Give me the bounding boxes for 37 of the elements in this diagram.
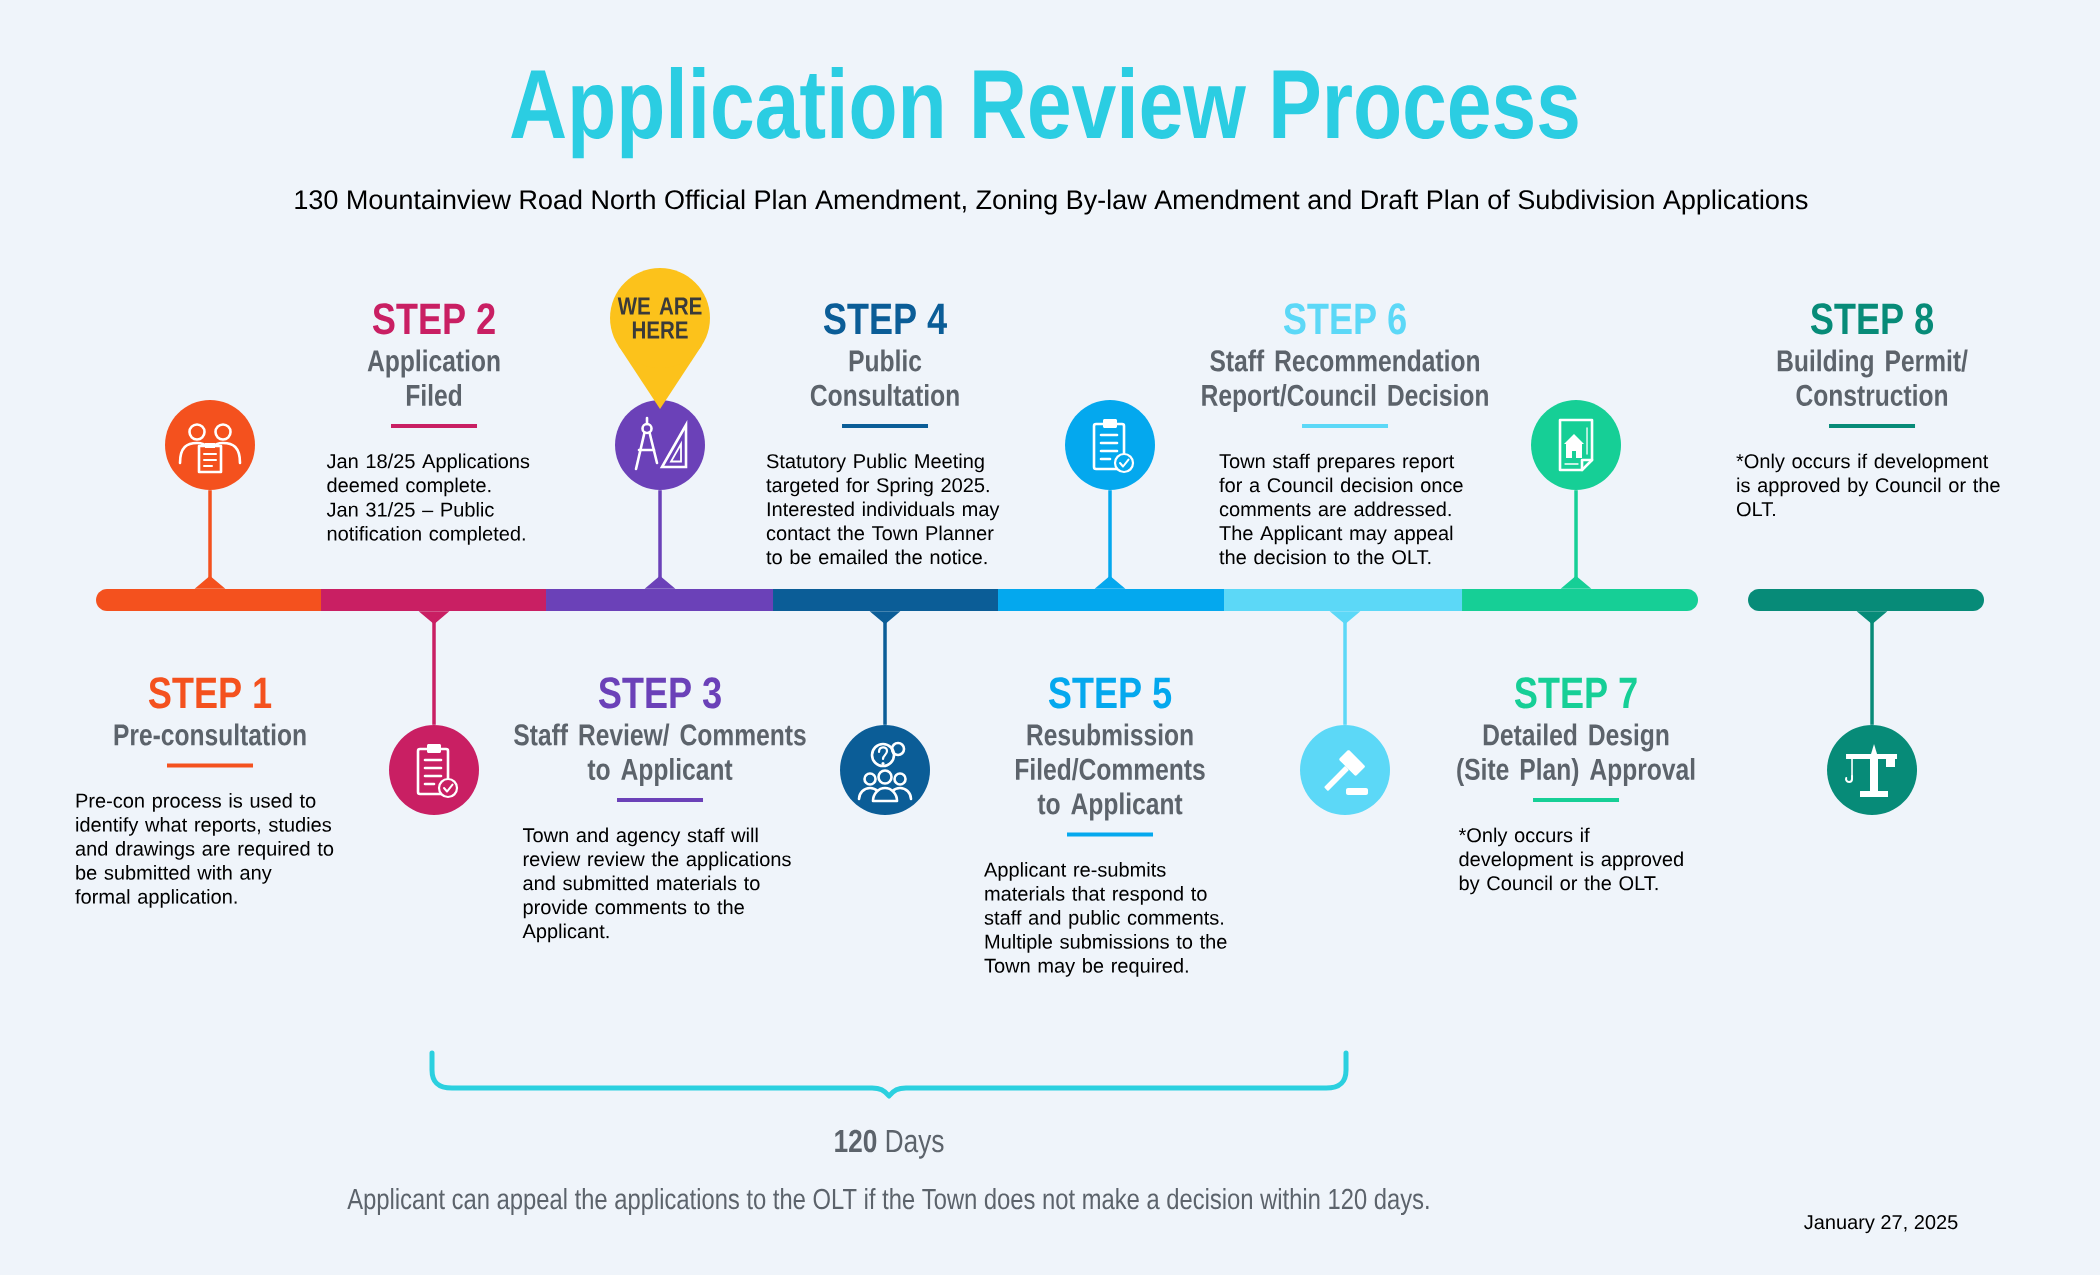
step-title: Public Consultation (810, 349, 959, 406)
step-description: Pre-con process is used to identify what reports, studies and drawings are required to be submitted with any formal application. (75, 793, 334, 908)
duration-label: 120 Days (835, 1129, 944, 1159)
step-description: *Only occurs if development is approved by Council or the OLT. (1458, 827, 1683, 895)
step-heading: STEP 8 (1810, 303, 1934, 335)
icon-circle (1531, 400, 1621, 490)
icon-circle (389, 725, 479, 815)
step-title: Resubmission Filed/Comments to Applicant (1016, 723, 1205, 821)
step-heading: STEP 1 (148, 677, 272, 709)
step-description: Town staff prepares report for a Council decision once comments are addressed. The Applicant may appeal the decision to the OLT. (1219, 453, 1463, 565)
icon-circle (615, 400, 705, 490)
step-description: Statutory Public Meeting targeted for Spring 2025. Interested individuals may contact the Town Planner to be emailed the notice. (766, 453, 1000, 565)
step-title: Staff Review/ Comments to Applicant (514, 723, 806, 786)
step-description: Town and agency staff will review review the applications and submitted materials to provide comments to the Applicant. (522, 827, 791, 943)
step-heading: STEP 5 (1048, 677, 1172, 709)
subtitle: 130 Mountainview Road North Official Plan Amendment, Zoning By-law Amendment and Draft Plan of Subdivision Applications (295, 189, 1808, 215)
step-description: Applicant re-submits materials that respond to staff and public comments. Multiple submissions to the Town may be required. (984, 862, 1227, 977)
step-title: Application Filed (367, 349, 500, 406)
icon-circle (840, 725, 930, 815)
step-heading: STEP 4 (823, 303, 947, 335)
step-title: Pre-consultation (114, 723, 306, 746)
step-title: Building Permit/ Construction (1777, 349, 1968, 406)
step-title: Detailed Design (Site Plan) Approval (1457, 723, 1695, 786)
step-heading: STEP 7 (1514, 677, 1637, 709)
step-description: Jan 31/25 – Public notification completed. (326, 502, 525, 545)
icon-circle (1065, 400, 1155, 490)
note: Applicant can appeal the applications to the OLT if the Town does not make a decision within 120 days. (347, 1188, 1429, 1216)
step-heading: STEP 2 (372, 303, 495, 335)
step-description: *Only occurs if development is approved by Council or the OLT. (1736, 453, 2000, 517)
title: Application Review Process (511, 67, 1578, 159)
step-heading: STEP 3 (598, 677, 721, 709)
icon-circle (1300, 725, 1390, 815)
date: January 27, 2025 (1804, 1215, 1958, 1234)
step-title: Staff Recommendation Report/Council Decision (1202, 349, 1488, 412)
step-heading: STEP 6 (1283, 303, 1406, 335)
location-pin: WE ARE HERE (610, 268, 710, 409)
step-description: Jan 18/25 Applications deemed complete. (326, 453, 530, 497)
